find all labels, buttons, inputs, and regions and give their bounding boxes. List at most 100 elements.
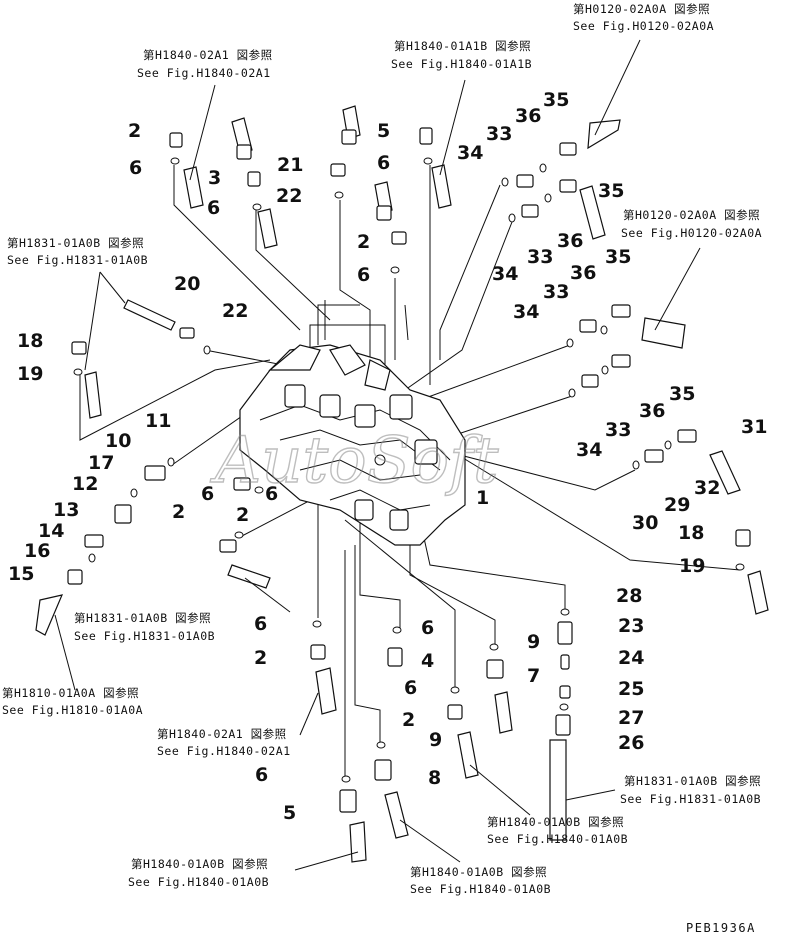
callout-2: 2 bbox=[236, 504, 249, 526]
reference-label-jp: 第H0120-02A0A 図参照 bbox=[623, 208, 760, 222]
callout-6: 6 bbox=[129, 157, 142, 179]
callout-6: 6 bbox=[265, 483, 278, 505]
callout-2: 2 bbox=[357, 231, 370, 253]
reference-label-jp: 第H1840-01A1B 図参照 bbox=[394, 39, 531, 53]
callout-29: 29 bbox=[664, 494, 690, 516]
callout-26: 26 bbox=[618, 732, 644, 754]
callout-35: 35 bbox=[598, 180, 624, 202]
callout-6: 6 bbox=[255, 764, 268, 786]
reference-label-jp: 第H1831-01A0B 図参照 bbox=[7, 236, 144, 250]
callout-5: 5 bbox=[377, 120, 390, 142]
callout-2: 2 bbox=[128, 120, 141, 142]
callout-22: 22 bbox=[276, 185, 302, 207]
callout-32: 32 bbox=[694, 477, 720, 499]
callout-36: 36 bbox=[557, 230, 583, 252]
callout-5: 5 bbox=[283, 802, 296, 824]
ref-h1840-01a0b-mid: 第H1840-01A0B 図参照 See Fig.H1840-01A0B bbox=[487, 815, 628, 846]
callout-7: 7 bbox=[527, 665, 540, 687]
callout-9: 9 bbox=[429, 729, 442, 751]
reference-label-en: See Fig.H1840-02A1 bbox=[137, 66, 271, 80]
callout-33: 33 bbox=[605, 419, 631, 441]
watermark: AutoSoft bbox=[210, 424, 499, 498]
callout-2: 2 bbox=[172, 501, 185, 523]
reference-label-jp: 第H0120-02A0A 図参照 bbox=[573, 2, 710, 16]
reference-label-en: See Fig.H1840-01A0B bbox=[128, 875, 269, 889]
reference-label-en: See Fig.H1831-01A0B bbox=[620, 792, 761, 806]
callout-13: 13 bbox=[53, 499, 79, 521]
callout-35: 35 bbox=[669, 383, 695, 405]
callout-23: 23 bbox=[618, 615, 644, 637]
callout-2: 2 bbox=[254, 647, 267, 669]
callout-36: 36 bbox=[570, 262, 596, 284]
ref-h1840-02a1-top: 第H1840-02A1 図参照 See Fig.H1840-02A1 bbox=[137, 48, 273, 80]
reference-label-en: See Fig.H1840-01A0B bbox=[410, 882, 551, 896]
ref-h1840-01a0b-right: 第H1840-01A0B 図参照 See Fig.H1840-01A0B bbox=[410, 865, 551, 896]
callout-34: 34 bbox=[576, 439, 602, 461]
reference-label-jp: 第H1810-01A0A 図参照 bbox=[2, 686, 139, 700]
reference-label-en: See Fig.H1831-01A0B bbox=[74, 629, 215, 643]
callout-33: 33 bbox=[486, 123, 512, 145]
reference-label-jp: 第H1840-01A0B 図参照 bbox=[131, 857, 268, 871]
main-control-valve bbox=[239, 344, 466, 546]
ref-h1831-mid: 第H1831-01A0B 図参照 See Fig.H1831-01A0B bbox=[74, 611, 215, 643]
callout-9: 9 bbox=[527, 631, 540, 653]
callout-6: 6 bbox=[207, 197, 220, 219]
callout-25: 25 bbox=[618, 678, 644, 700]
ref-h1810: 第H1810-01A0A 図参照 See Fig.H1810-01A0A bbox=[2, 686, 143, 717]
reference-label-jp: 第H1831-01A0B 図参照 bbox=[624, 774, 761, 788]
callout-33: 33 bbox=[543, 281, 569, 303]
callout-10: 10 bbox=[105, 430, 131, 452]
reference-label-jp: 第H1831-01A0B 図参照 bbox=[74, 611, 211, 625]
fittings bbox=[67, 127, 751, 813]
callout-35: 35 bbox=[543, 89, 569, 111]
reference-label-en: See Fig.H0120-02A0A bbox=[573, 19, 714, 33]
callout-36: 36 bbox=[515, 105, 541, 127]
hose-ends bbox=[35, 105, 769, 863]
drawing-code: PEB1936A bbox=[686, 921, 756, 935]
callout-18: 18 bbox=[678, 522, 704, 544]
ref-h1840-02a1-bottom: 第H1840-02A1 図参照 See Fig.H1840-02A1 bbox=[157, 727, 291, 758]
reference-label-jp: 第H1840-01A0B 図参照 bbox=[410, 865, 547, 879]
callout-12: 12 bbox=[72, 473, 98, 495]
callout-34: 34 bbox=[457, 142, 483, 164]
callout-21: 21 bbox=[277, 154, 303, 176]
o-rings bbox=[73, 157, 745, 783]
callout-6: 6 bbox=[377, 152, 390, 174]
callout-6: 6 bbox=[201, 483, 214, 505]
callout-34: 34 bbox=[492, 263, 518, 285]
callout-6: 6 bbox=[254, 613, 267, 635]
reference-label-jp: 第H1840-01A0B 図参照 bbox=[487, 815, 624, 829]
ref-h0120-right: 第H0120-02A0A 図参照 See Fig.H0120-02A0A bbox=[621, 208, 762, 240]
reference-arrows bbox=[54, 39, 701, 871]
callout-19: 19 bbox=[679, 555, 705, 577]
callout-20: 20 bbox=[174, 273, 200, 295]
reference-label-en: See Fig.H0120-02A0A bbox=[621, 226, 762, 240]
reference-label-jp: 第H1840-02A1 図参照 bbox=[157, 727, 287, 741]
callout-22: 22 bbox=[222, 300, 248, 322]
callout-6: 6 bbox=[421, 617, 434, 639]
reference-label-en: See Fig.H1810-01A0A bbox=[2, 703, 143, 717]
callout-36: 36 bbox=[639, 400, 665, 422]
callout-4: 4 bbox=[421, 650, 434, 672]
callout-16: 16 bbox=[24, 540, 50, 562]
ref-h1840-01a0b-left: 第H1840-01A0B 図参照 See Fig.H1840-01A0B bbox=[128, 857, 269, 889]
callout-34: 34 bbox=[513, 301, 539, 323]
callout-11: 11 bbox=[145, 410, 171, 432]
callout-18: 18 bbox=[17, 330, 43, 352]
callout-2: 2 bbox=[402, 709, 415, 731]
ref-h1831-right: 第H1831-01A0B 図参照 See Fig.H1831-01A0B bbox=[620, 774, 761, 806]
callout-8: 8 bbox=[428, 767, 441, 789]
callout-3: 3 bbox=[208, 167, 221, 189]
callout-24: 24 bbox=[618, 647, 644, 669]
callout-31: 31 bbox=[741, 416, 767, 438]
reference-labels: 第H0120-02A0A 図参照 See Fig.H0120-02A0A 第H184… bbox=[2, 2, 762, 896]
callout-33: 33 bbox=[527, 246, 553, 268]
reference-label-en: See Fig.H1840-02A1 bbox=[157, 744, 291, 758]
reference-label-en: See Fig.H1840-01A0B bbox=[487, 832, 628, 846]
callout-30: 30 bbox=[632, 512, 658, 534]
reference-label-jp: 第H1840-02A1 図参照 bbox=[143, 48, 273, 62]
